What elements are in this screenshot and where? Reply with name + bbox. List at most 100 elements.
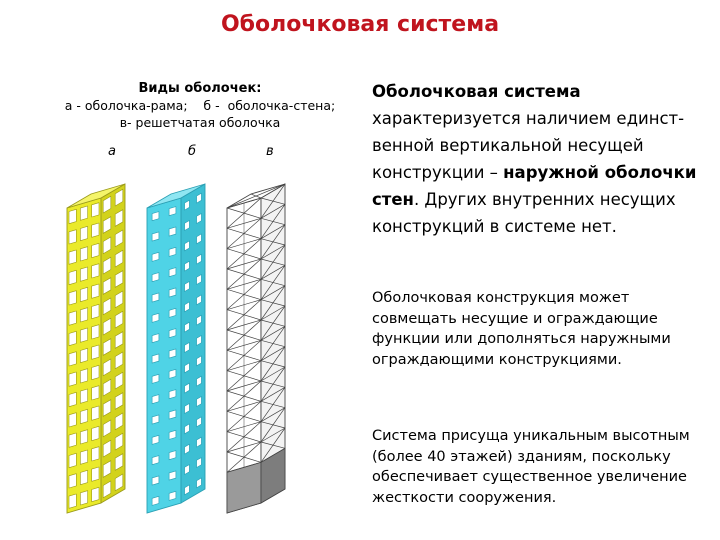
frame-side-window — [102, 480, 112, 499]
lattice-brace — [260, 407, 286, 443]
wall-side-window — [196, 192, 202, 204]
wall-side-window — [184, 280, 190, 293]
tower-lattice-shell — [226, 183, 286, 514]
wall-side-window — [196, 273, 202, 286]
wall-window — [168, 328, 177, 339]
frame-window — [80, 449, 88, 465]
p1-bold-lead: Оболочковая система — [372, 82, 581, 101]
frame-window — [80, 368, 88, 384]
wall-window — [151, 434, 160, 445]
wall-side-window — [196, 334, 202, 347]
wall-window — [151, 231, 160, 242]
wall-window — [168, 287, 177, 298]
lattice-ring — [226, 238, 262, 250]
wall-side-window — [196, 375, 202, 387]
frame-side-window — [102, 297, 112, 316]
frame-window — [68, 452, 77, 469]
frame-window — [91, 425, 100, 442]
frame-window — [80, 327, 88, 343]
lattice-brace — [260, 285, 286, 321]
lattice-brace — [260, 346, 286, 382]
frame-window — [91, 242, 100, 259]
wall-window — [151, 373, 160, 384]
frame-side-window — [102, 256, 112, 275]
wall-window — [168, 206, 177, 217]
wall-window — [168, 389, 177, 400]
lattice-brace — [260, 265, 286, 300]
wall-side-window — [184, 382, 190, 394]
wall-window — [151, 251, 160, 262]
frame-side-window — [114, 209, 124, 227]
frame-window — [68, 290, 77, 306]
lattice-ring — [260, 448, 286, 463]
frame-window — [80, 246, 88, 262]
tower-wall-shell — [146, 183, 206, 514]
frame-side-window — [114, 412, 124, 431]
wall-side-window — [184, 219, 190, 232]
wall-side-window — [184, 260, 190, 272]
frame-window — [91, 283, 100, 299]
frame-window — [68, 391, 77, 408]
wall-side-window — [196, 233, 202, 245]
figure-caption: Виды оболочек: а - оболочка-рама; б - об… — [40, 80, 360, 131]
frame-side-window — [114, 188, 124, 207]
frame-side-window — [102, 460, 112, 478]
label-a: а — [108, 144, 116, 159]
frame-window — [80, 490, 88, 506]
frame-side-window — [114, 453, 124, 471]
frame-window — [80, 225, 88, 242]
wall-window — [168, 267, 177, 278]
lattice-brace — [260, 224, 286, 260]
wall-window — [151, 394, 160, 405]
frame-window — [68, 493, 77, 509]
wall-side-window — [184, 464, 190, 476]
wall-window — [168, 307, 177, 318]
lattice-ring — [260, 366, 286, 382]
label-b: б — [188, 144, 197, 159]
frame-window — [91, 385, 100, 401]
lattice-ring — [260, 285, 286, 300]
frame-window — [80, 469, 88, 486]
frame-side-window — [114, 392, 124, 410]
wall-window — [168, 450, 177, 461]
wall-side-window — [184, 321, 190, 333]
wall-side-window — [196, 314, 202, 326]
lattice-ring — [260, 305, 286, 321]
frame-window — [68, 412, 77, 428]
frame-window — [91, 202, 100, 218]
tower-illustration — [66, 183, 286, 514]
wall-side-window — [196, 436, 202, 448]
frame-window — [80, 408, 88, 425]
wall-window — [168, 490, 177, 501]
wall-side-window — [196, 253, 202, 265]
lattice-ring — [260, 224, 286, 239]
frame-window — [68, 432, 77, 448]
lattice-brace — [260, 305, 286, 341]
frame-window — [80, 266, 88, 282]
wall-side-window — [196, 457, 202, 469]
frame-side-window — [114, 310, 124, 329]
frame-window — [80, 347, 88, 364]
tower-frame-shell — [66, 183, 126, 514]
frame-side-window — [114, 351, 124, 370]
frame-window — [68, 351, 77, 367]
frame-side-window — [114, 270, 124, 288]
frame-side-window — [114, 473, 124, 492]
wall-side-face — [180, 183, 206, 504]
frame-window — [68, 330, 77, 347]
frame-window — [68, 249, 77, 265]
frame-side-window — [114, 331, 124, 349]
frame-side-window — [114, 371, 124, 390]
caption-line-3: в- решетчатая оболочка — [119, 115, 281, 130]
frame-side-window — [114, 290, 124, 309]
frame-side-window — [102, 195, 112, 214]
frame-side-window — [102, 236, 112, 255]
wall-window — [151, 414, 160, 425]
lattice-ring — [260, 387, 286, 402]
wall-side-window — [196, 212, 202, 225]
lattice-brace — [260, 183, 286, 219]
lattice-brace — [260, 204, 286, 239]
frame-window — [91, 466, 100, 482]
frame-window — [91, 405, 100, 421]
frame-window — [80, 286, 88, 303]
